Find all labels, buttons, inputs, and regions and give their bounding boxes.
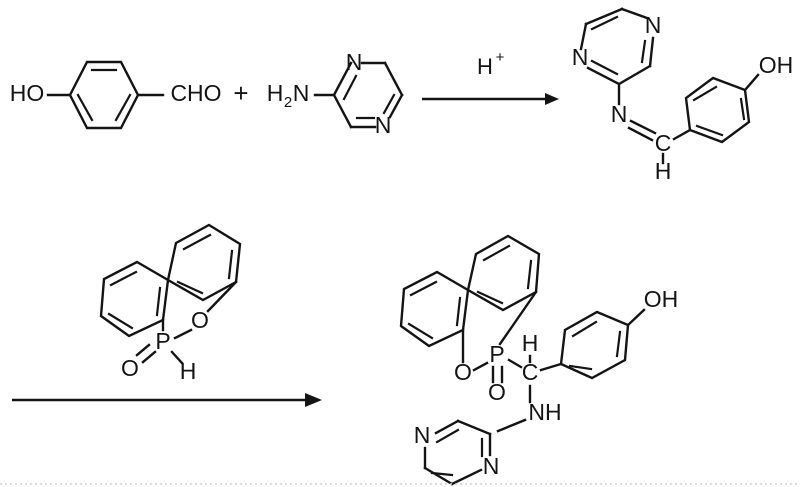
phenol-imine-double-3 [695, 124, 724, 137]
label-product-oxo-o: O [488, 379, 506, 405]
pyrazine-double-1 [435, 428, 460, 444]
bond-product-p-ch [507, 358, 523, 369]
product-upper-double-1 [482, 244, 511, 262]
label-amine-h-subscript: 2 [284, 94, 292, 111]
molecule-2-aminopyrazine: H 2 N N N [267, 49, 404, 138]
label-condition-acid-superscript: + [496, 49, 505, 66]
label-imine-ring-n-top: N [645, 12, 662, 38]
product-phenol-double-1 [571, 320, 598, 338]
reaction-arrow-step2 [12, 393, 322, 407]
bond-dopo-ring-o [206, 280, 238, 313]
dopo-upper-double-2 [227, 249, 234, 280]
label-product-methine-c: C [522, 359, 539, 385]
double-bond-left [76, 93, 94, 122]
label-imine-ring-n-left: N [572, 44, 589, 70]
bond-imine-n-c-b [627, 126, 654, 142]
ring2-bond-r-br [388, 93, 404, 119]
dopo-left-double-3 [155, 286, 162, 317]
dopo-left-double-1 [109, 270, 138, 287]
reaction-arrow-step1: H + [422, 49, 559, 105]
product-left-double-2 [407, 322, 434, 340]
bond-imine-n-c-a [629, 119, 657, 135]
label-hydroxyl-reactant1: HO [10, 80, 45, 106]
imine-ring-bond-tl-l [579, 22, 588, 51]
ring2-double-r-br [382, 93, 396, 115]
pyrazine-bond-l-bl [423, 466, 454, 486]
bond-product-c-p [498, 290, 538, 346]
pyrazine-double-3 [430, 471, 454, 477]
label-hydroxyl-imine: OH [759, 52, 794, 78]
phenol-imine-double-1 [692, 85, 718, 102]
label-product-amine-nh: NH [528, 399, 561, 425]
label-pyrazine-n-right: N [483, 453, 500, 479]
product-left-double-3 [455, 296, 462, 327]
molecule-final-product: O P O C H NH N N [399, 234, 679, 486]
ring2-bond-tr-r [383, 61, 404, 97]
imine-ring-bond-l-bl [586, 66, 621, 86]
molecule-dopo: O P O H [99, 223, 242, 384]
imine-ring-double-top [590, 15, 619, 31]
label-amine-n: N [293, 80, 310, 106]
label-product-hydroxyl: OH [644, 286, 679, 312]
bond-product-nh-pyrazine [496, 418, 527, 433]
label-imine-c: C [655, 130, 672, 156]
label-dopo-ring-o: O [191, 307, 209, 333]
label-product-ring-o: O [454, 359, 472, 385]
arrow-head-step1 [545, 93, 559, 105]
phenol-imine-double-2 [739, 97, 746, 121]
imine-ring-bond-bl-br [617, 64, 652, 86]
ring2-bond-bl-l [332, 93, 353, 129]
bond-dopo-p-o-a [141, 350, 157, 364]
label-pyrazine-n-left: N [414, 422, 431, 448]
bond-product-phenol-oh [626, 308, 646, 327]
dopo-left-double-2 [107, 312, 134, 330]
dopo-upper-double-1 [182, 233, 212, 251]
label-imine-h: H [655, 158, 672, 184]
label-ring-n-bottom: N [375, 112, 392, 138]
dopo-upper-double-3 [176, 280, 204, 295]
ring2-double-l-tl [342, 74, 358, 101]
pyrazine-bond-t-tl [434, 419, 460, 435]
label-condition-acid: H [477, 54, 493, 79]
imine-ring-bond-top-tl [584, 7, 624, 26]
label-dopo-phosphorus: P [155, 328, 170, 354]
bond-ch-phenyl [539, 362, 563, 372]
ring2-bond-l-tl [332, 61, 353, 97]
product-phenol-double-2 [615, 330, 622, 358]
label-dopo-oxo-o: O [121, 355, 139, 381]
imine-ring-double-br [640, 39, 647, 64]
product-phenol-double-3 [568, 364, 593, 371]
ring-benzene-reactant1 [68, 60, 140, 130]
bond-product-o-p [472, 361, 489, 372]
pyrazine-bond-bl-br [450, 468, 483, 486]
label-product-phosphorus: P [489, 341, 504, 367]
bond-phenol-oh-imine [743, 73, 760, 92]
label-dopo-hydrogen: H [180, 358, 197, 384]
molecule-4-hydroxybenzaldehyde: HO CHO [10, 60, 222, 130]
product-upper-double-2 [526, 259, 533, 290]
product-upper-double-3 [476, 290, 504, 305]
bond-imine-c-phenyl [672, 128, 692, 141]
label-ring-n-top: N [346, 49, 363, 75]
bond-dopo-p-h [170, 350, 184, 365]
plus-symbol: + [233, 78, 248, 108]
ring-dopo-upper [166, 223, 242, 302]
bond-dopo-p-o-b [135, 343, 151, 357]
arrow-head-step2 [305, 393, 322, 407]
label-amine-h: H [267, 80, 284, 106]
imine-ring-bond-br-n [648, 36, 655, 68]
pyrazine-bond-tr-t [456, 419, 492, 436]
imine-ring-double-l-bl [590, 59, 619, 76]
imine-ring-bond-n-top [620, 7, 649, 20]
label-product-methine-h: H [522, 330, 539, 356]
product-left-double-1 [409, 280, 438, 297]
label-aldehyde: CHO [170, 80, 221, 106]
ring-product-upper [466, 234, 541, 312]
double-bond-right [114, 93, 132, 122]
label-imine-n: N [611, 101, 628, 127]
molecule-imine-product: N N N C H OH [572, 7, 794, 184]
bond-dopo-o-p [173, 328, 193, 340]
